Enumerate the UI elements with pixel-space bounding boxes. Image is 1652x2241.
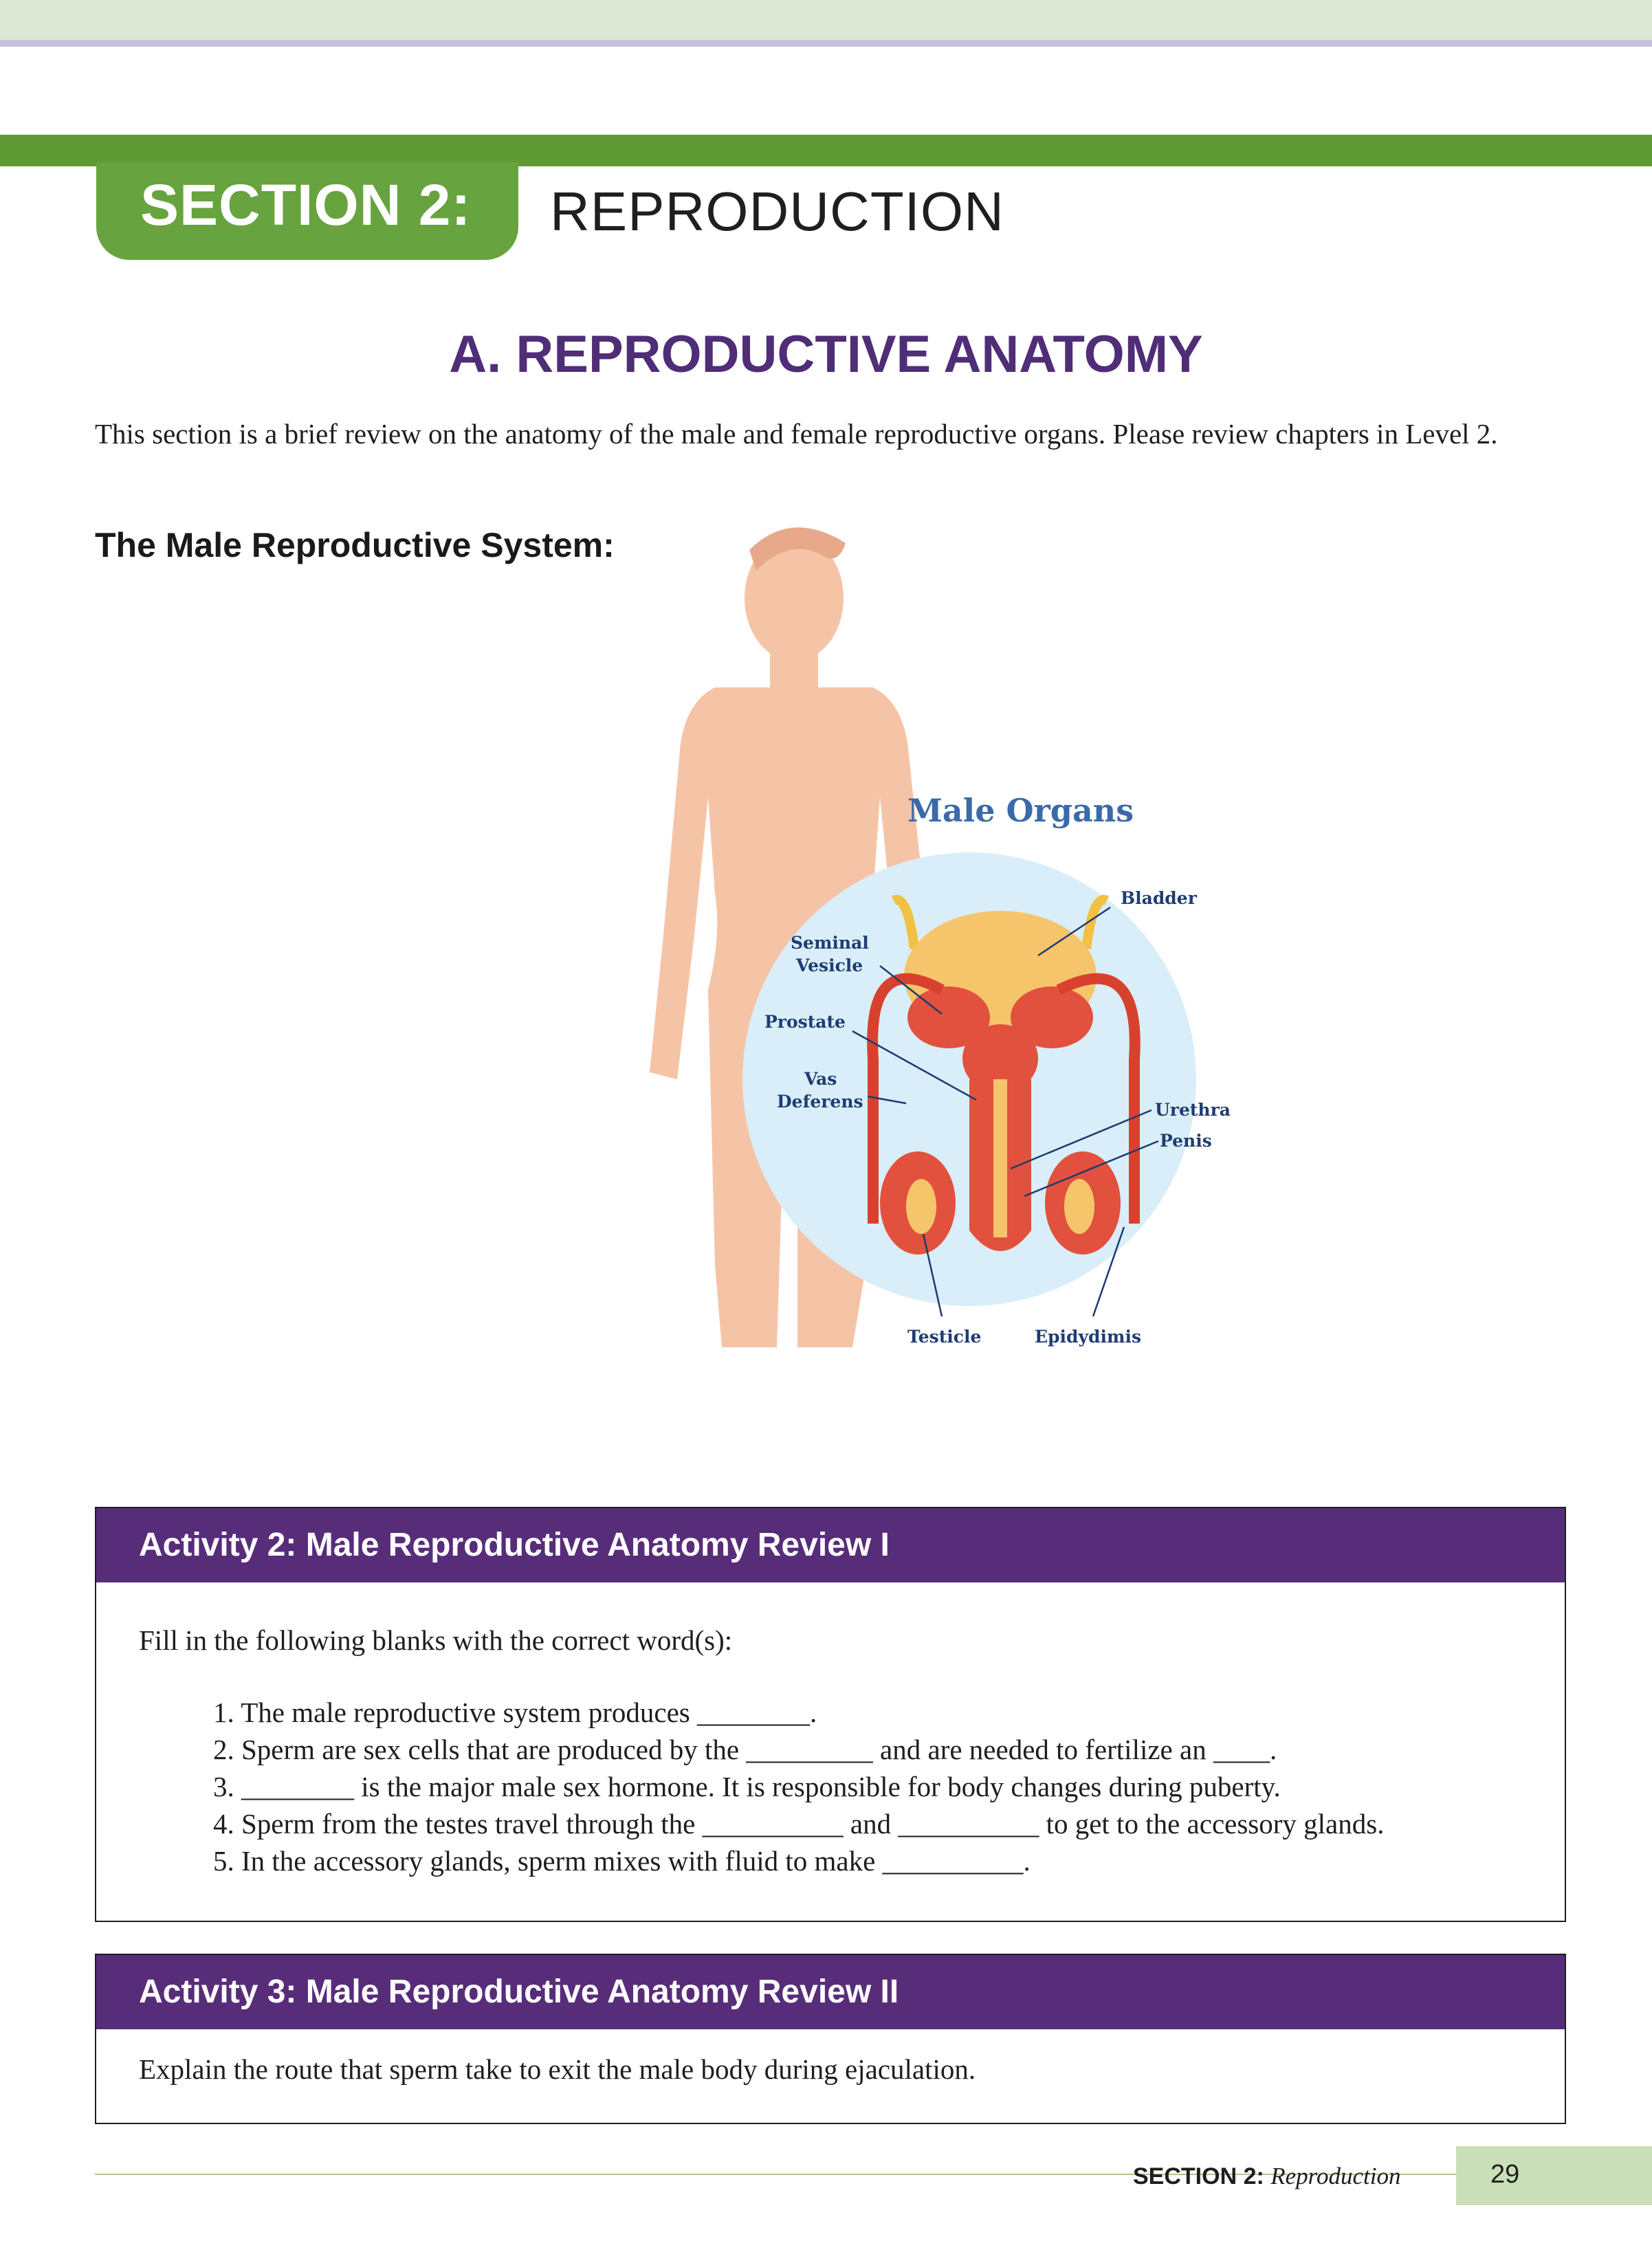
page-title: A. REPRODUCTIVE ANATOMY xyxy=(449,325,1203,384)
activity-3-instruction: Explain the route that sperm take to exi… xyxy=(139,2053,976,2085)
question-4: 4. Sperm from the testes travel through … xyxy=(213,1808,1385,1840)
question-5: 5. In the accessory glands, sperm mixes … xyxy=(213,1845,1031,1877)
footer-section: SECTION 2: xyxy=(1133,2163,1264,2189)
label-urethra: Urethra xyxy=(1155,1100,1231,1120)
activity-2-instruction: Fill in the following blanks with the co… xyxy=(139,1624,733,1656)
label-bladder: Bladder xyxy=(1121,888,1198,908)
organ-drawing xyxy=(867,895,1141,1255)
activity-2-questions: 1. The male reproductive system produces… xyxy=(213,1694,1384,1879)
label-vas-deferens-2: Deferens xyxy=(777,1092,863,1112)
figure-title: Male Organs xyxy=(907,792,1134,829)
activity-3-box: Activity 3: Male Reproductive Anatomy Re… xyxy=(95,1954,1566,2124)
label-testicle: Testicle xyxy=(907,1327,981,1347)
male-organs-figure: Male Organs Bladder Seminal Vesicle Pros… xyxy=(650,527,1231,1347)
label-penis: Penis xyxy=(1160,1131,1212,1151)
top-divider-line xyxy=(0,40,1652,47)
footer-tab xyxy=(1456,2146,1652,2205)
top-color-band xyxy=(0,0,1652,43)
male-system-heading: The Male Reproductive System: xyxy=(95,526,615,564)
footer-topic: Reproduction xyxy=(1270,2163,1401,2189)
section-tab: SECTION 2: xyxy=(96,162,518,260)
label-seminal-vesicle-1: Seminal xyxy=(791,933,869,953)
question-2: 2. Sperm are sex cells that are produced… xyxy=(213,1734,1277,1765)
footer-section-label: SECTION 2: Reproduction xyxy=(1133,2163,1400,2190)
activity-3-title: Activity 3: Male Reproductive Anatomy Re… xyxy=(96,1955,1565,2029)
section-label: SECTION 2: xyxy=(140,173,472,237)
section-header-bar xyxy=(0,135,1652,166)
label-prostate: Prostate xyxy=(764,1012,846,1032)
intro-paragraph: This section is a brief review on the an… xyxy=(95,418,1498,450)
leader-lines xyxy=(852,906,1159,1317)
section-title: REPRODUCTION xyxy=(550,181,1004,242)
label-seminal-vesicle-2: Vesicle xyxy=(795,956,863,975)
label-epididymis: Epidydimis xyxy=(1035,1327,1141,1347)
question-1: 1. The male reproductive system produces… xyxy=(213,1697,817,1728)
footer-line xyxy=(95,2174,1456,2175)
label-vas-deferens-1: Vas xyxy=(804,1069,837,1089)
page-number: 29 xyxy=(1490,2160,1520,2189)
activity-2-box: Activity 2: Male Reproductive Anatomy Re… xyxy=(95,1507,1566,1922)
activity-2-title: Activity 2: Male Reproductive Anatomy Re… xyxy=(96,1508,1565,1582)
question-3: 3. ________ is the major male sex hormon… xyxy=(213,1771,1281,1802)
